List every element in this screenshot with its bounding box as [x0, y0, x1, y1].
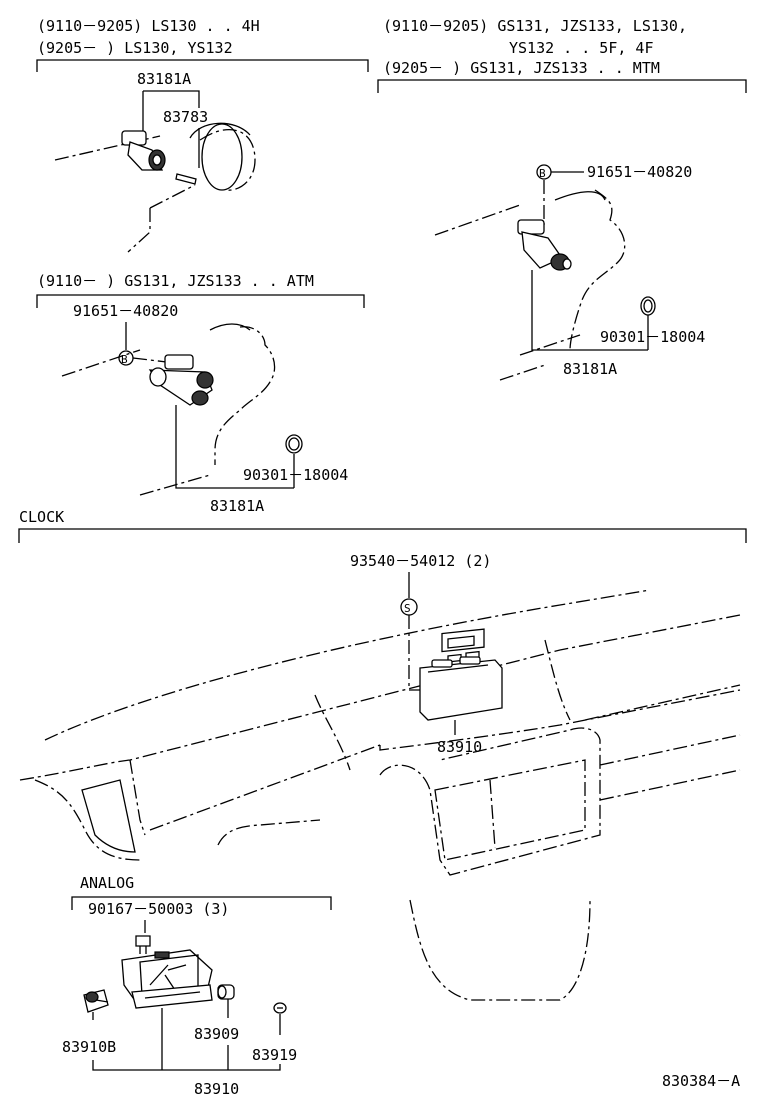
- ml-bolt-marker-letter: B: [121, 353, 128, 366]
- analog-label-90167: 90167－50003 (3): [88, 900, 229, 918]
- ml-label-83181a: 83181A: [210, 497, 264, 515]
- ml-speed-sensor: [148, 354, 214, 406]
- tl-transmission-housing: [54, 129, 256, 253]
- tr-bolt-marker-letter: B: [539, 167, 546, 180]
- analog-leader-lines: [92, 999, 281, 1071]
- tl-oring-83783: [175, 173, 197, 185]
- ml-oring-inner: [288, 437, 300, 451]
- tl-header-line2: (9205－ ) LS130, YS132: [37, 39, 233, 57]
- tl-speed-sensor: [121, 130, 166, 171]
- ml-header: (9110－ ) GS131, JZS133 . . ATM: [37, 272, 314, 290]
- tr-speed-sensor: [517, 219, 572, 271]
- tr-bracket: [377, 79, 747, 93]
- analog-clock-unit: [121, 949, 213, 1009]
- analog-label-83910: 83910: [194, 1080, 239, 1098]
- analog-label-83910b: 83910B: [62, 1038, 116, 1056]
- clock-header: CLOCK: [19, 508, 64, 526]
- ml-oring: [285, 434, 303, 454]
- tr-label-91651: 91651－40820: [587, 163, 692, 181]
- ml-bracket: [36, 294, 365, 308]
- tl-housing-flange: [201, 123, 243, 191]
- analog-bulb-83909: [217, 984, 235, 1000]
- tr-header-line1: (9110－9205) GS131, JZS133, LS130,: [383, 17, 687, 35]
- tr-oring-inner: [643, 299, 653, 313]
- clock-label-93540: 93540－54012 (2): [350, 552, 491, 570]
- tl-header-line1: (9110－9205) LS130 . . 4H: [37, 17, 260, 35]
- section-top-left: (9110－9205) LS130 . . 4H (9205－ ) LS130,…: [36, 17, 369, 253]
- ml-label-91651: 91651－40820: [73, 302, 178, 320]
- tl-label-83181a: 83181A: [137, 70, 191, 88]
- ml-transmission-housing: [61, 326, 276, 496]
- figure-code: 830384－A: [662, 1072, 740, 1090]
- tl-housing-top: [189, 122, 251, 139]
- analog-header: ANALOG: [80, 874, 134, 892]
- tl-leader-lines: [142, 90, 200, 168]
- tr-transmission-housing: [434, 189, 626, 381]
- tl-label-83783: 83783: [163, 108, 208, 126]
- analog-label-83919: 83919: [252, 1046, 297, 1064]
- tr-label-83181a: 83181A: [563, 360, 617, 378]
- tr-housing-top: [554, 191, 606, 201]
- analog-screw-83919: [273, 1002, 287, 1014]
- section-top-right: (9110－9205) GS131, JZS133, LS130, YS132 …: [377, 17, 747, 381]
- clock-bracket: [18, 528, 747, 543]
- dashboard-left-vent: [81, 779, 136, 853]
- analog-label-83909: 83909: [194, 1025, 239, 1043]
- section-middle-left: (9110－ ) GS131, JZS133 . . ATM 91651－408…: [36, 272, 365, 515]
- ml-leader-lines: [175, 405, 295, 489]
- tr-label-90301: 90301－18004: [600, 328, 705, 346]
- clock-screw-marker-letter: S: [404, 602, 411, 615]
- section-analog: ANALOG 90167－50003 (3): [62, 874, 332, 1098]
- ml-label-90301: 90301－18004: [243, 466, 348, 484]
- tr-leader-lines: [531, 270, 649, 351]
- section-clock: CLOCK 93540－54012 (2) S 83910: [18, 508, 747, 1001]
- dashboard-outline: [19, 589, 741, 1001]
- analog-bulb-socket-83910b: [83, 989, 109, 1013]
- digital-clock-unit: [419, 628, 503, 721]
- analog-bracket: [71, 896, 332, 910]
- ml-housing-top: [209, 323, 251, 331]
- tr-header-line2: YS132 . . 5F, 4F: [509, 39, 654, 57]
- tr-header-line3: (9205－ ) GS131, JZS133 . . MTM: [383, 59, 660, 77]
- analog-screw: [135, 935, 151, 954]
- clock-label-83910: 83910: [437, 738, 482, 756]
- tl-bracket: [36, 59, 369, 72]
